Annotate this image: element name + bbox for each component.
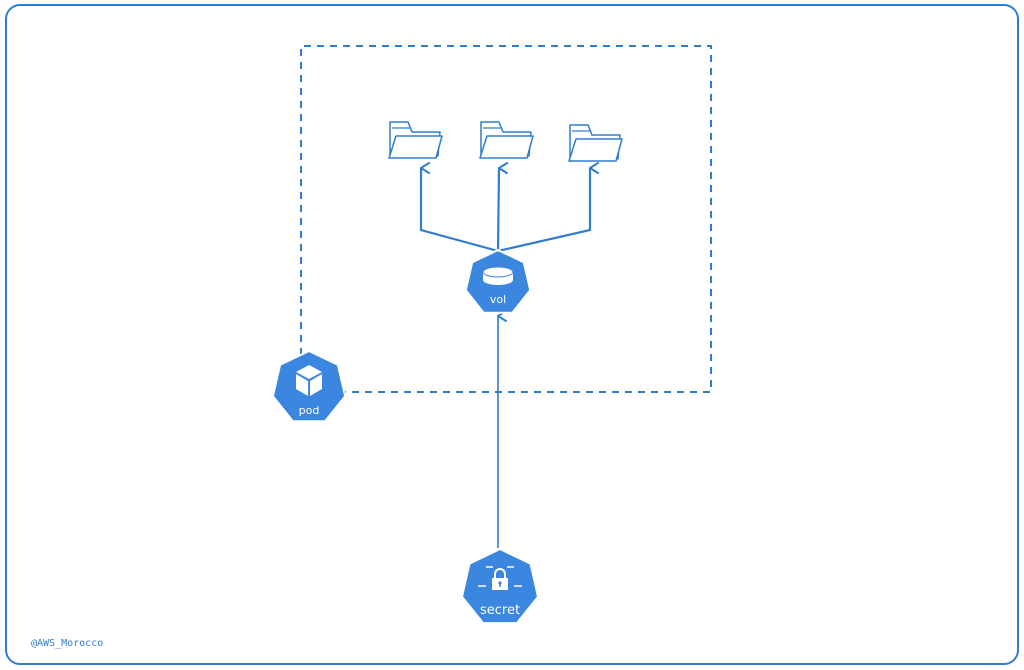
pod-label: pod <box>299 404 320 417</box>
edge-vol-to-folder-2 <box>496 162 509 252</box>
folder-icon <box>388 121 443 159</box>
pod-boundary <box>300 45 712 393</box>
outer-frame <box>5 4 1019 665</box>
secret-node[interactable]: secret <box>460 547 540 625</box>
lock-icon <box>478 566 522 590</box>
vol-node[interactable]: vol <box>464 248 532 314</box>
secret-label: secret <box>480 603 520 618</box>
vol-label: vol <box>490 293 506 306</box>
disk-icon <box>482 266 514 285</box>
folder-icon <box>479 121 534 159</box>
credit-text: @AWS_Morocco <box>31 638 103 649</box>
pod-node[interactable]: pod <box>271 349 347 423</box>
cube-icon <box>296 365 322 396</box>
edge-vol-to-folder-3 <box>497 162 599 253</box>
folder-icon <box>568 124 623 162</box>
edge-vol-to-folder-1 <box>419 162 499 253</box>
